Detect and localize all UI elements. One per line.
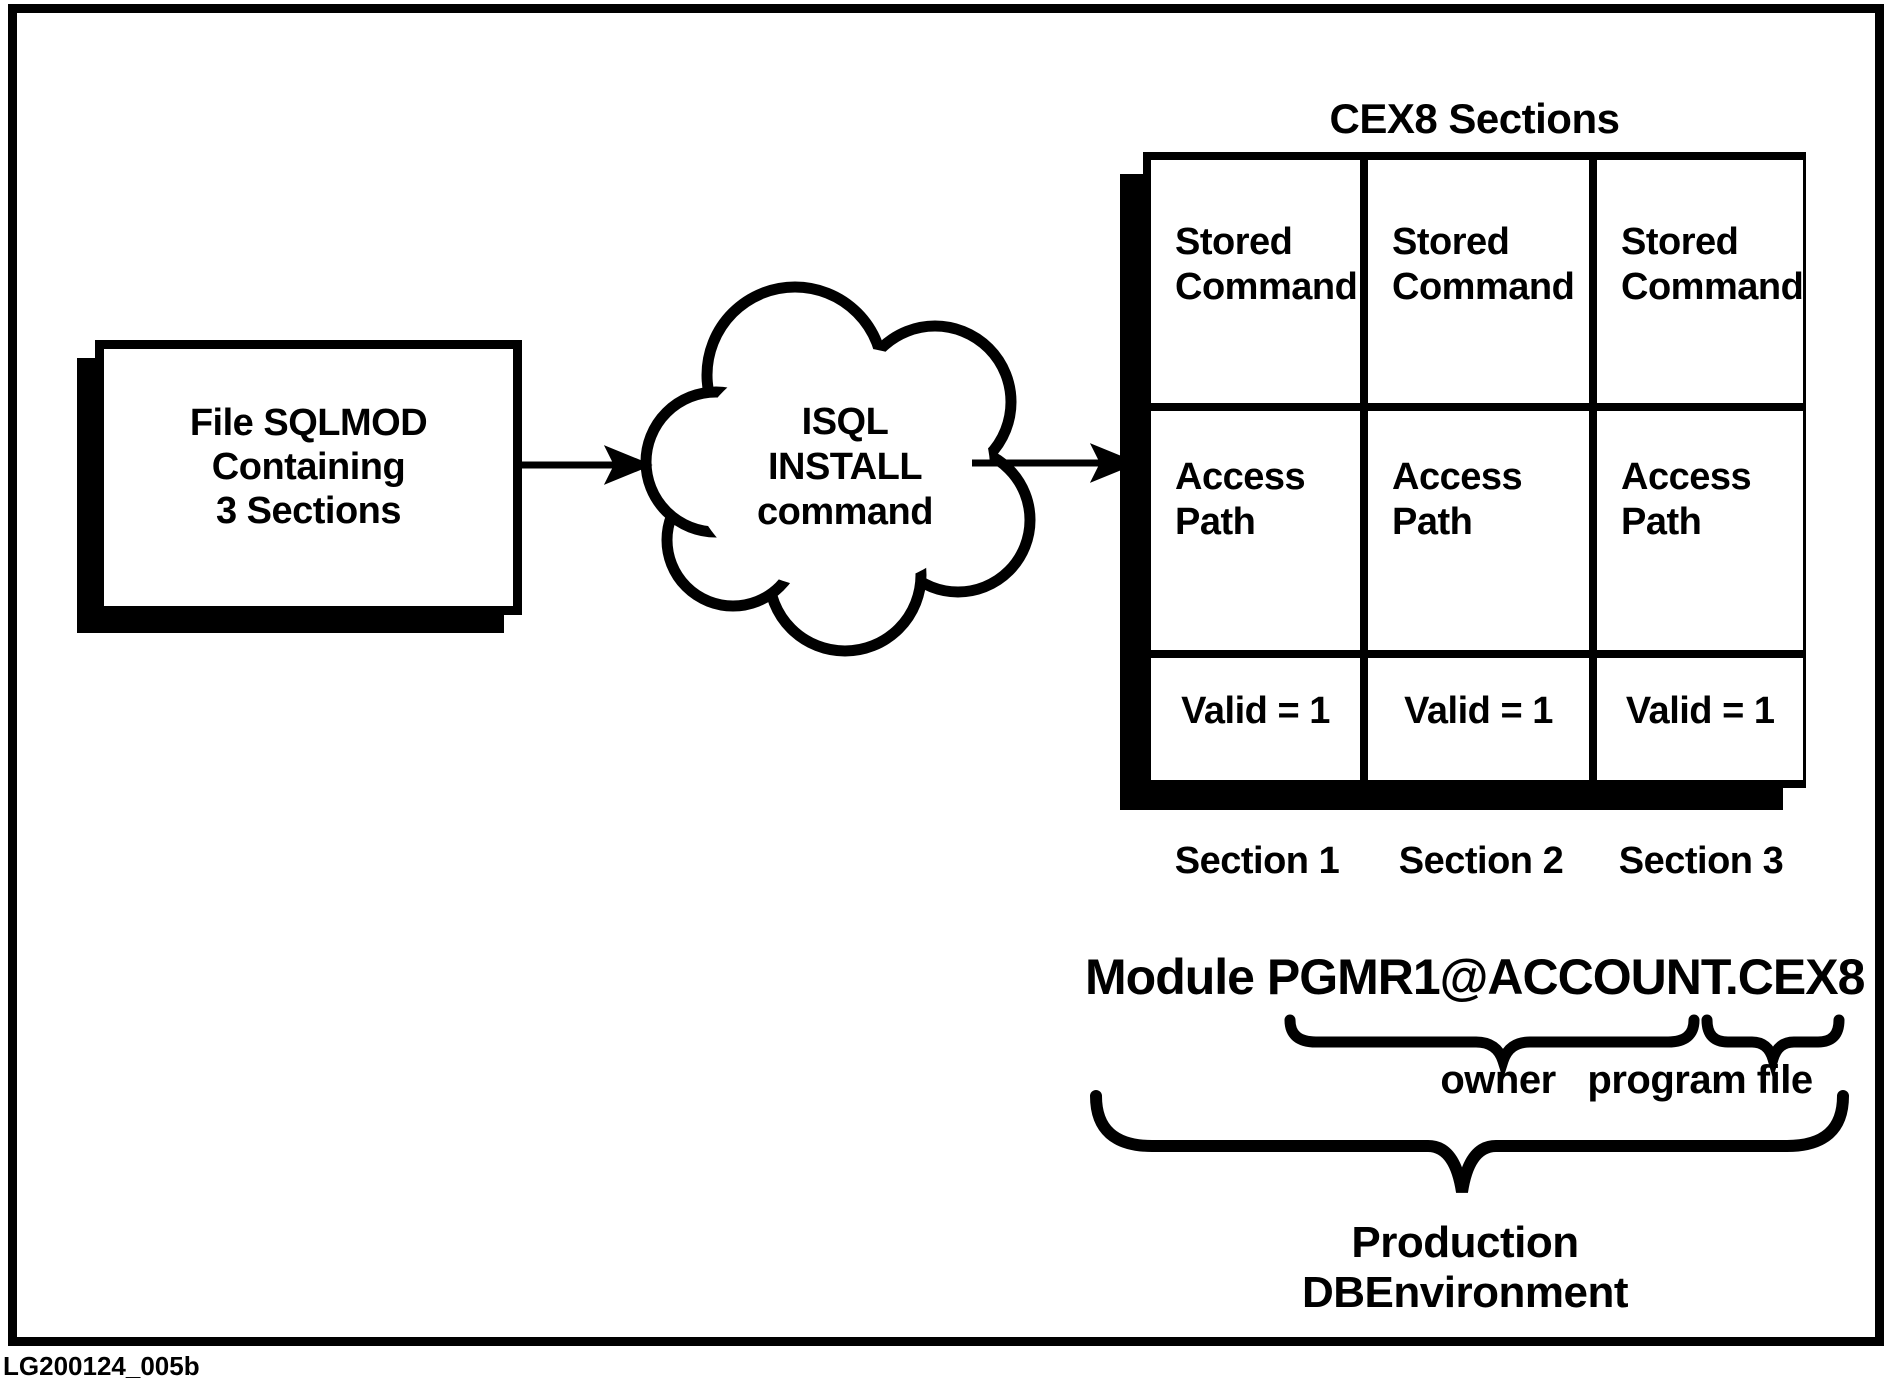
table-title: CEX8 Sections	[1329, 95, 1620, 142]
section-3-label: Section 3	[1618, 840, 1784, 882]
cell-stored-command-3: Stored Command	[1597, 160, 1804, 403]
cell-stored-command-1: Stored Command	[1151, 160, 1360, 403]
cex8-sections-table: Stored Command Stored Command Stored Com…	[1143, 152, 1806, 788]
cell-access-path-3: Access Path	[1597, 411, 1804, 650]
program-file-label: program file	[1587, 1058, 1813, 1102]
file-box-line-2: Containing	[211, 446, 406, 488]
file-box-line-3: 3 Sections	[215, 490, 402, 532]
figure-id-text: LG200124_005b	[3, 1351, 200, 1381]
section-2-label: Section 2	[1398, 840, 1564, 882]
cell-access-path-1: Access Path	[1151, 411, 1360, 650]
file-box-line-1: File SQLMOD	[189, 402, 428, 444]
cell-stored-command-2: Stored Command	[1368, 160, 1589, 403]
isql-install-cloud-label: ISQL INSTALL command	[700, 400, 990, 535]
file-sqlmod-box: File SQLMOD Containing 3 Sections	[95, 340, 522, 615]
cloud-line-2: INSTALL	[767, 446, 923, 488]
cell-access-path-2: Access Path	[1368, 411, 1589, 650]
cloud-line-1: ISQL	[801, 401, 889, 443]
cloud-line-3: command	[757, 491, 933, 533]
cell-valid-2: Valid = 1	[1368, 658, 1589, 780]
section-1-label: Section 1	[1174, 840, 1340, 882]
cell-valid-1: Valid = 1	[1151, 658, 1360, 780]
cell-valid-3: Valid = 1	[1597, 658, 1804, 780]
module-name-text: Module PGMR1@ACCOUNT.CEX8	[1085, 949, 1865, 1005]
figure-frame	[8, 4, 1884, 1346]
production-dbenvironment-label: Production DBEnvironment	[1302, 1218, 1628, 1317]
